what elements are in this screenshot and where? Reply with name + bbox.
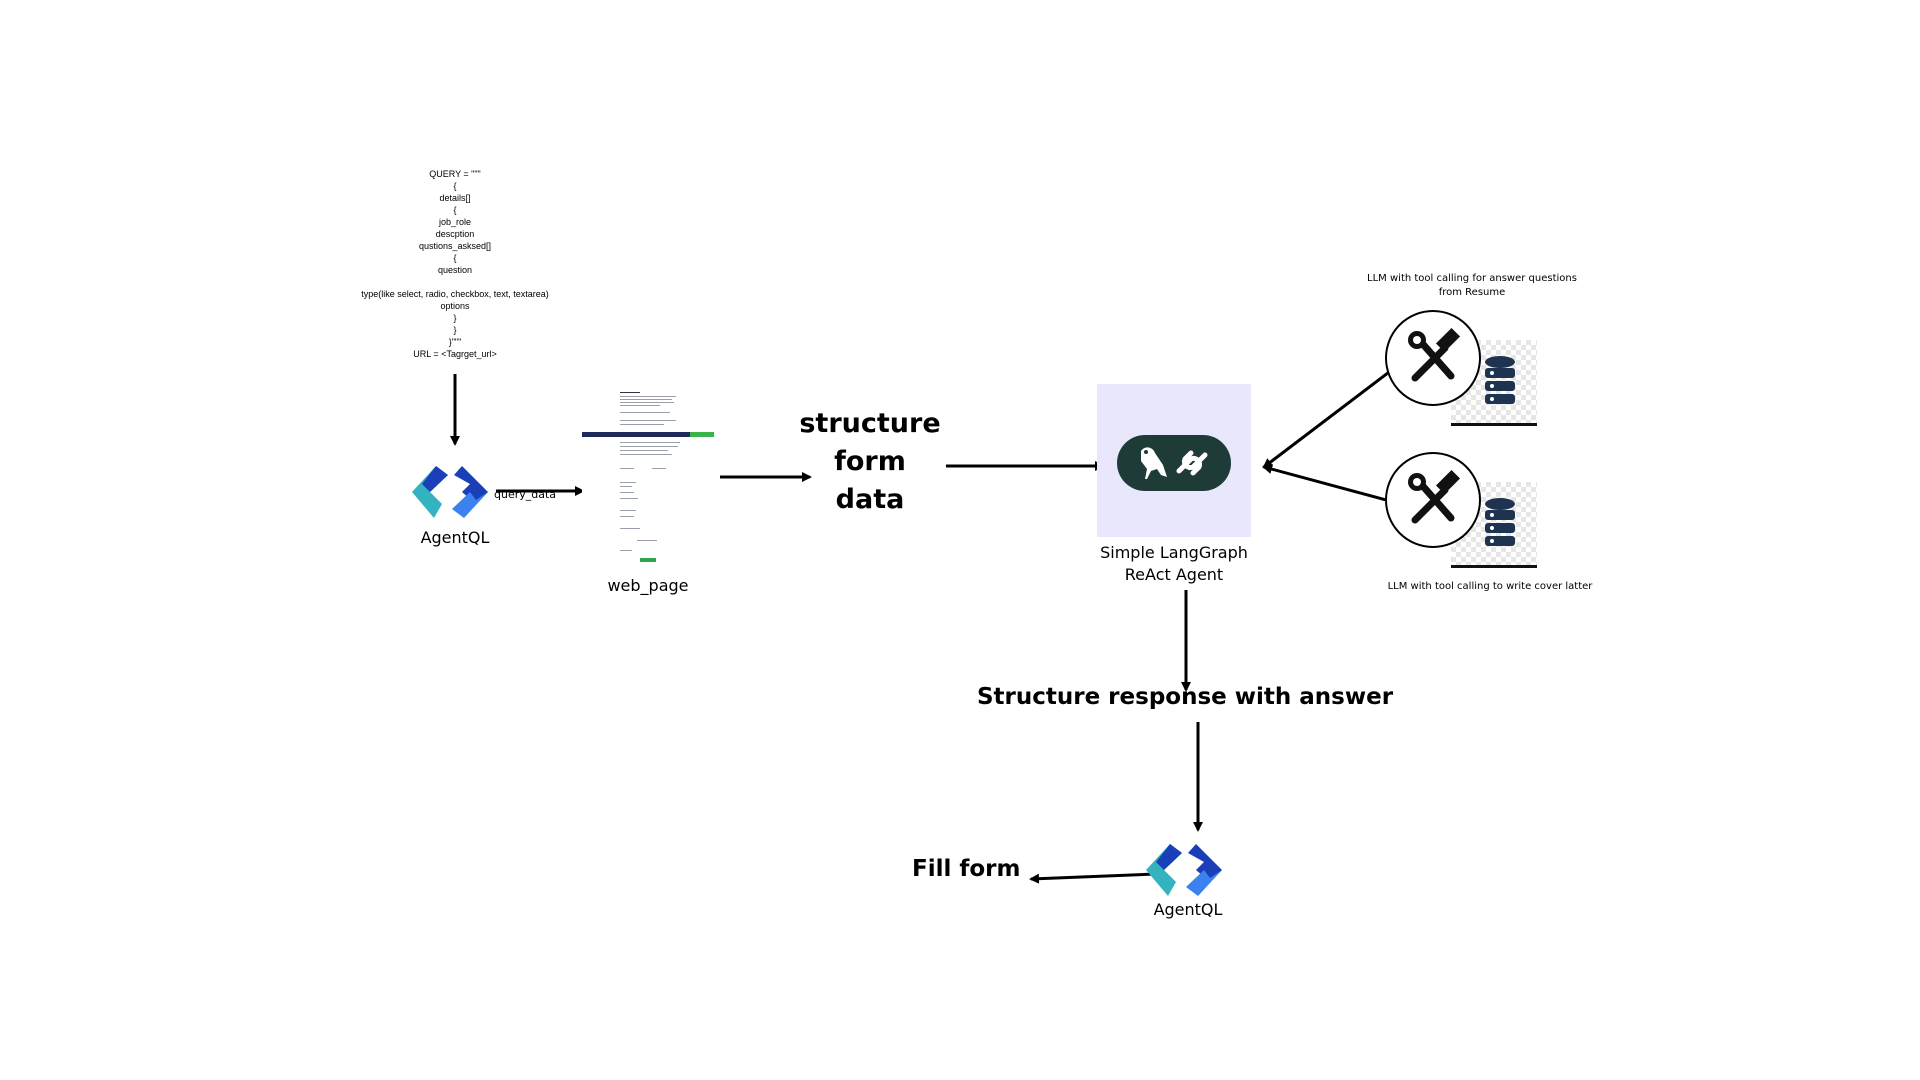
database-icon (1485, 498, 1515, 546)
tool-cover-caption: LLM with tool calling to write cover lat… (1387, 581, 1593, 592)
query-code-line (330, 276, 580, 288)
tool-resume-node (1385, 310, 1537, 432)
agentql-logo-icon (1146, 844, 1222, 896)
hammer-wrench-icon (1385, 452, 1481, 548)
agentql-label-top: AgentQL (420, 528, 490, 547)
query-code-line: } (453, 313, 457, 323)
query-code-line: { (453, 253, 457, 263)
langgraph-agent-node (1097, 384, 1251, 537)
tool-resume-caption: LLM with tool calling for answer questio… (1352, 272, 1592, 300)
query-code-line: { (453, 205, 457, 215)
langchain-parrot-link-icon (1117, 435, 1231, 491)
query-code-line: }""" (448, 337, 462, 347)
web-page-thumbnail (582, 390, 714, 566)
tool-resume-caption-line-1: LLM with tool calling for answer questio… (1367, 273, 1577, 284)
structure-form-data-label: structure form data (790, 405, 950, 519)
query-code-line: details[] (439, 193, 471, 203)
fill-form-label: Fill form (912, 856, 1021, 882)
tool-cover-db-panel (1451, 482, 1537, 568)
structure-form-data-line-3: data (835, 484, 905, 515)
query-code-line: descption (435, 229, 475, 239)
query-code-line: { (453, 181, 457, 191)
query-code-line: qustions_asksed[] (418, 241, 492, 251)
tool-resume-caption-line-2: from Resume (1438, 287, 1506, 298)
query-code-line: job_role (438, 217, 472, 227)
database-icon (1485, 356, 1515, 404)
query-code-block: QUERY = """ { details[] { job_role descption q… (330, 168, 580, 360)
structure-form-data-line-1: structure (799, 408, 941, 439)
agentql-label-bottom: AgentQL (1153, 900, 1223, 919)
query-code-line: options (440, 301, 470, 311)
query-code-line: question (437, 265, 473, 275)
arrow-resume-tool-to-agent (1262, 361, 1402, 469)
agentql-logo-icon (412, 466, 488, 518)
query-code-line: URL = <Tagrget_url> (413, 349, 497, 359)
structure-form-data-line-2: form (834, 446, 906, 477)
query-code-line: type(like select, radio, checkbox, text,… (361, 289, 549, 299)
query-code-line: QUERY = """ (429, 169, 481, 179)
arrow-cover-tool-to-agent (1262, 464, 1402, 506)
arrow-agentql-to-fillform (1029, 872, 1156, 884)
langgraph-agent-label-line-2: ReAct Agent (1124, 565, 1224, 584)
tool-cover-node (1385, 452, 1537, 574)
langgraph-agent-label-line-1: Simple LangGraph (1100, 543, 1248, 562)
web-page-label: web_page (607, 576, 689, 595)
query-code-line: } (453, 325, 457, 335)
hammer-wrench-icon (1385, 310, 1481, 406)
query-data-edge-label: query_data (494, 488, 557, 501)
langgraph-agent-label: Simple LangGraph ReAct Agent (1090, 542, 1258, 586)
structure-response-label: Structure response with answer (976, 684, 1394, 710)
